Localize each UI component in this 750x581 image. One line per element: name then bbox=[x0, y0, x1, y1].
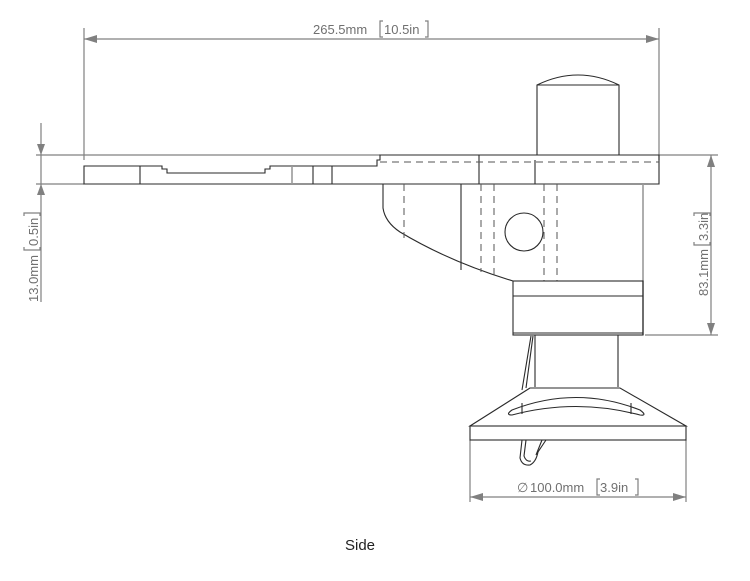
length-dimension: 265.5mm 10.5in bbox=[83, 20, 660, 160]
bracket-body bbox=[382, 184, 644, 335]
length-value: 265.5mm bbox=[313, 22, 367, 37]
diameter-alt-value: 3.9in bbox=[600, 480, 628, 495]
height-dimension: 83.1mm 3.3in bbox=[645, 154, 718, 336]
length-alt-value: 10.5in bbox=[384, 22, 419, 37]
arm-plate bbox=[83, 154, 660, 185]
top-post bbox=[536, 74, 620, 155]
pivot-hole bbox=[504, 212, 544, 252]
height-alt-value: 3.3in bbox=[696, 213, 711, 241]
collar bbox=[512, 280, 644, 336]
diameter-value: 100.0mm bbox=[530, 480, 584, 495]
length-alt-bracket: 10.5in bbox=[379, 20, 429, 38]
thickness-alt-value: 0.5in bbox=[26, 218, 41, 246]
view-caption: Side bbox=[344, 537, 376, 554]
column-base bbox=[468, 335, 689, 466]
height-value: 83.1mm bbox=[696, 249, 711, 296]
diameter-dimension: ∅ 100.0mm 3.9in bbox=[469, 440, 687, 502]
diameter-symbol: ∅ bbox=[517, 480, 528, 495]
thickness-dimension: 13.0mm 0.5in bbox=[23, 123, 380, 302]
thickness-value: 13.0mm bbox=[26, 255, 41, 302]
